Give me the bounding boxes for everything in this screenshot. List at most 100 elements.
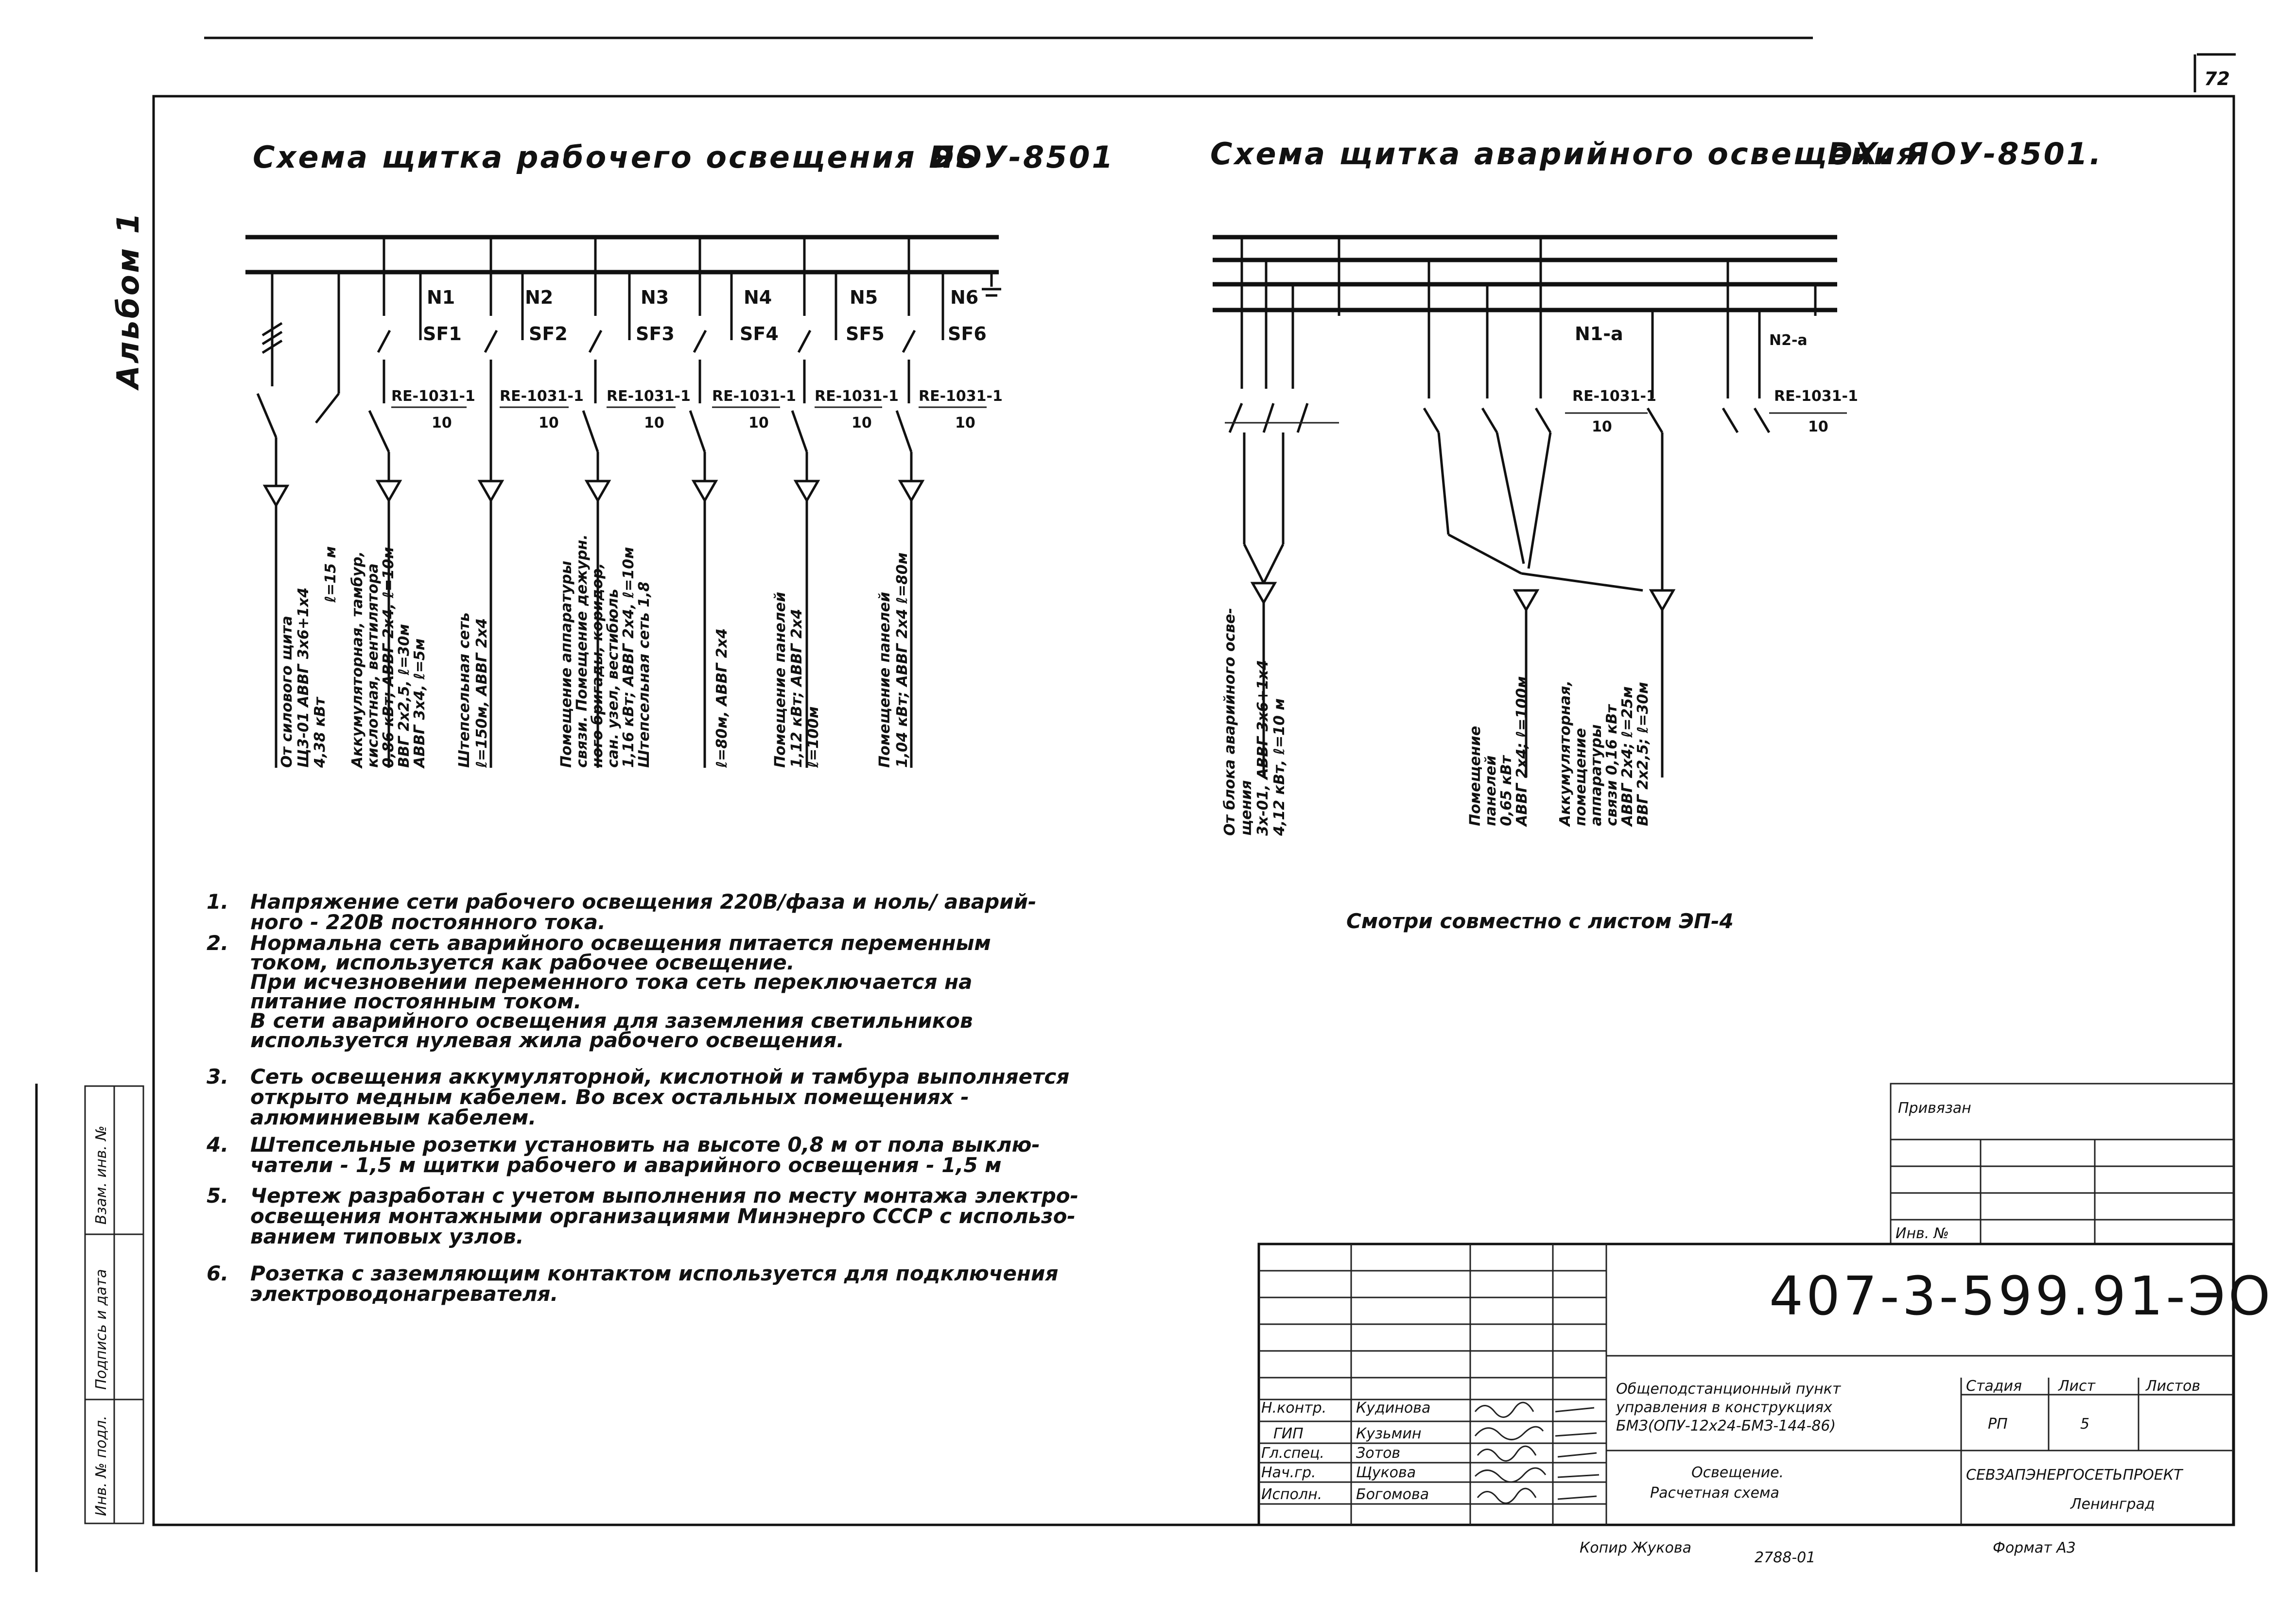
side-stamp: Инв. № подл. Подпись и дата Взам. инв. № bbox=[84, 1085, 144, 1524]
side-stamp-sign: Подпись и дата bbox=[93, 1269, 110, 1390]
current-5: 10 bbox=[852, 415, 872, 432]
em-feeder-caption-1: От блока аварийного осве- щения 3х-01, А… bbox=[1221, 603, 1288, 836]
feeder-caption-2: Аккумуляторная, тамбур, кислотная, венти… bbox=[349, 542, 428, 769]
staff-role-4: Нач.гр. bbox=[1261, 1464, 1316, 1481]
incoming-feeder bbox=[256, 272, 340, 768]
note-6-num: 6. bbox=[207, 1261, 228, 1285]
note-2-num: 2. bbox=[207, 931, 228, 955]
sheet-frame bbox=[152, 95, 2235, 1526]
em-current-1: 10 bbox=[1592, 418, 1612, 435]
staff-name-1: Кудинова bbox=[1356, 1400, 1430, 1417]
note-4: Штепсельные розетки установить на высоте… bbox=[250, 1133, 1047, 1177]
relay-1: RE-1031-1 bbox=[391, 388, 475, 405]
breaker-sf6: SF6 bbox=[948, 323, 987, 345]
sheet-header: Лист bbox=[2058, 1378, 2096, 1395]
group-number-5: N5 bbox=[850, 287, 878, 308]
title-block: 407-3-599.91-ЭО Общеподстанционный пункт… bbox=[1257, 1243, 2273, 1526]
working-lighting-diagram: Схема щитка рабочего освещения DS ЯОУ-85… bbox=[245, 139, 1115, 769]
feeder-caption-1: От силового щита Щ3-01 АВВГ 3х6+1х4 4,38… bbox=[278, 582, 329, 768]
organization-name: СЕВЗАПЭНЕРГОСЕТЬПРОЕКТ bbox=[1966, 1467, 2184, 1484]
feeder-length-1: ℓ=15 м bbox=[322, 546, 339, 603]
staff-name-4: Щукова bbox=[1356, 1464, 1416, 1481]
see-also-note: Смотри совместно с листом ЭП-4 bbox=[1346, 909, 1734, 933]
group-number-6: N6 bbox=[950, 287, 978, 308]
note-1-num: 1. bbox=[207, 890, 228, 914]
staff-name-2: Кузьмин bbox=[1356, 1425, 1421, 1442]
note-6: Розетка с заземляющим контактом использу… bbox=[250, 1261, 1065, 1306]
note-1: Напряжение сети рабочего освещения 220В/… bbox=[250, 890, 1044, 934]
note-5-num: 5. bbox=[207, 1184, 228, 1208]
feeder-caption-3: Штепсельная сеть ℓ=150м, АВВГ 2х4 bbox=[456, 607, 490, 768]
em-group-1: N1-a bbox=[1575, 323, 1623, 345]
group-number-1: N1 bbox=[427, 287, 455, 308]
em-relay-1: RE-1031-1 bbox=[1572, 388, 1656, 405]
breaker-sf2: SF2 bbox=[529, 323, 568, 345]
current-1: 10 bbox=[432, 415, 452, 432]
emergency-lighting-diagram: Схема щитка аварийного освещения DX. ЯОУ… bbox=[1210, 136, 2101, 933]
em-outgoing bbox=[1338, 237, 1847, 778]
group-number-4: N4 bbox=[744, 287, 772, 308]
sheet-value: 5 bbox=[2080, 1416, 2089, 1433]
staff-role-2: ГИП bbox=[1273, 1425, 1304, 1442]
feeder-caption-7: Помещение панелей 1,04 кВт; АВВГ 2х4 ℓ=8… bbox=[876, 553, 911, 768]
note-2: Нормальна сеть аварийного освещения пита… bbox=[250, 931, 998, 1052]
incoming-arrow bbox=[262, 484, 290, 508]
current-4: 10 bbox=[748, 415, 769, 432]
binding-block: Привязан Инв. № bbox=[1890, 1083, 2234, 1245]
breaker-sf5: SF5 bbox=[846, 323, 885, 345]
copied-by: Копир Жукова bbox=[1580, 1539, 1691, 1556]
relay-6: RE-1031-1 bbox=[919, 388, 1003, 405]
staff-name-5: Богомова bbox=[1356, 1486, 1429, 1503]
stage-header: Стадия bbox=[1966, 1378, 2022, 1395]
stage-value: РП bbox=[1988, 1416, 2008, 1433]
binding-inv-label: Инв. № bbox=[1896, 1225, 1949, 1242]
em-group-2: N2-a bbox=[1769, 332, 1808, 349]
em-incoming bbox=[1225, 237, 1339, 778]
group-number-3: N3 bbox=[641, 287, 669, 308]
relay-5: RE-1031-1 bbox=[815, 388, 899, 405]
staff-role-1: Н.контр. bbox=[1261, 1400, 1326, 1417]
note-4-num: 4. bbox=[206, 1133, 228, 1157]
emergency-diagram-title: Схема щитка аварийного освещения bbox=[1210, 136, 1918, 172]
breaker-sf4: SF4 bbox=[740, 323, 779, 345]
side-stamp-inv: Инв. № подл. bbox=[93, 1416, 110, 1516]
organization-city: Ленинград bbox=[2070, 1496, 2155, 1513]
breaker-sf1: SF1 bbox=[423, 323, 462, 345]
em-feeder-caption-3: Аккумуляторная, помещение аппаратуры свя… bbox=[1557, 675, 1652, 827]
notes: 1. Напряжение сети рабочего освещения 22… bbox=[206, 890, 1086, 1306]
staff-role-5: Исполн. bbox=[1261, 1486, 1322, 1503]
breaker-sf3: SF3 bbox=[636, 323, 675, 345]
archive-number: 2788-01 bbox=[1755, 1549, 1815, 1566]
current-6: 10 bbox=[955, 415, 975, 432]
note-3-num: 3. bbox=[207, 1065, 228, 1089]
feeder-caption-6: Помещение панелей 1,12 кВт; АВВГ 2х4 ℓ=1… bbox=[772, 587, 822, 768]
em-relay-2: RE-1031-1 bbox=[1774, 388, 1858, 405]
group-number-2: N2 bbox=[525, 287, 553, 308]
working-diagram-code: ЯОУ-8501 bbox=[930, 139, 1115, 175]
sheets-header: Листов bbox=[2145, 1378, 2200, 1395]
relay-4: RE-1031-1 bbox=[712, 388, 796, 405]
working-diagram-title: Схема щитка рабочего освещения DS bbox=[253, 139, 979, 175]
document-designation: 407-3-599.91-ЭО bbox=[1769, 1265, 2273, 1327]
signature-scribbles bbox=[1474, 1401, 1600, 1504]
outgoing-groups bbox=[368, 237, 1001, 768]
page-number: 72 bbox=[2204, 68, 2230, 89]
staff-name-3: Зотов bbox=[1356, 1445, 1400, 1462]
album-label: Альбом 1 bbox=[110, 211, 146, 391]
feeder-caption-5: ℓ=80м, АВВГ 2х4 bbox=[713, 628, 731, 768]
current-3: 10 bbox=[644, 415, 664, 432]
em-feeder-caption-2: Помещение панелей 0,65 кВт АВВГ 2х4; ℓ=1… bbox=[1467, 676, 1531, 827]
note-5: Чертеж разработан с учетом выполнения по… bbox=[250, 1184, 1086, 1248]
relay-2: RE-1031-1 bbox=[500, 388, 584, 405]
current-2: 10 bbox=[539, 415, 559, 432]
note-3: Сеть освещения аккумуляторной, кислотной… bbox=[250, 1065, 1077, 1129]
relay-3: RE-1031-1 bbox=[607, 388, 691, 405]
feeder-caption-4: Помещение аппаратуры связи. Помещение де… bbox=[558, 529, 653, 768]
project-description: Общеподстанционный пункт управления в ко… bbox=[1616, 1381, 1845, 1434]
sheet-name: Освещение. Расчетная схема bbox=[1650, 1464, 1789, 1502]
footer: Копир Жукова 2788-01 Формат А3 bbox=[1580, 1539, 2076, 1566]
binding-title: Привязан bbox=[1898, 1100, 1971, 1117]
em-current-2: 10 bbox=[1808, 418, 1828, 435]
side-stamp-replace: Взам. инв. № bbox=[93, 1125, 110, 1225]
